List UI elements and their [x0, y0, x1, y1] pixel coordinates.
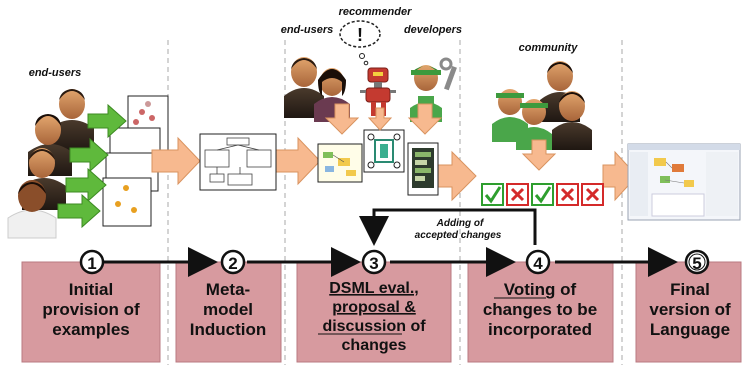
svg-text:1: 1	[87, 254, 96, 273]
svg-text:changes to be: changes to be	[483, 300, 597, 319]
svg-text:3: 3	[369, 254, 378, 273]
label-community: community	[519, 42, 579, 54]
example-sketches	[102, 95, 169, 227]
stage-title-3: DSML eval., proposal & discussion of cha…	[318, 280, 426, 354]
svg-text:DSML eval.,: DSML eval.,	[329, 280, 419, 297]
person-icon	[7, 180, 57, 239]
stage-box-2	[175, 261, 282, 363]
recommendation-graph	[363, 129, 405, 173]
svg-text:discussion of: discussion of	[322, 318, 426, 335]
stage-number-4: 4	[525, 249, 551, 275]
svg-text:examples: examples	[52, 320, 130, 339]
cross-icon	[581, 183, 604, 206]
end-users-top-figures	[284, 57, 350, 122]
svg-text:incorporated: incorporated	[488, 320, 592, 339]
phase-separators	[167, 40, 623, 365]
cross-icon	[556, 183, 579, 206]
stage-title-2: Meta- model Induction	[190, 280, 266, 339]
stage-box-4	[467, 261, 614, 363]
final-language-editor	[627, 143, 741, 221]
feedback-label-line1: Adding of	[436, 218, 485, 229]
stage-title-5: Final version of Language	[649, 280, 731, 339]
stage-box-1	[21, 261, 161, 363]
person-icon	[552, 91, 592, 150]
svg-text:version of: version of	[649, 300, 731, 319]
svg-text:Induction: Induction	[190, 320, 266, 339]
svg-text:Voting of: Voting of	[504, 280, 577, 299]
stage-title-4: Voting of changes to be incorporated	[483, 280, 597, 339]
exclamation-icon: !	[357, 25, 363, 45]
stage-box-3	[296, 261, 452, 363]
stage-number-2: 2	[220, 249, 246, 275]
svg-text:5: 5	[692, 254, 701, 273]
recommender-robot: !	[339, 20, 396, 116]
community-figures	[492, 61, 592, 150]
person-icon	[50, 89, 94, 152]
svg-text:changes: changes	[342, 337, 407, 354]
vote-results	[481, 183, 604, 206]
stage-number-3: 3	[361, 249, 387, 275]
cross-icon	[506, 183, 529, 206]
down-arrows	[324, 103, 557, 171]
stage-number-5: 5	[684, 249, 710, 275]
developer-proposal-panel	[407, 142, 439, 196]
svg-text:model: model	[203, 300, 253, 319]
svg-text:Meta-: Meta-	[206, 280, 250, 299]
metamodel-diagram	[199, 133, 277, 191]
check-icon	[531, 183, 554, 206]
feedback-loop	[359, 208, 537, 246]
orange-arrows	[151, 136, 638, 202]
svg-text:proposal &: proposal &	[332, 299, 416, 316]
svg-text:2: 2	[228, 254, 237, 273]
dsml-editor-screenshot	[317, 143, 363, 183]
svg-text:Language: Language	[650, 320, 730, 339]
svg-text:Final: Final	[670, 280, 710, 299]
svg-text:provision of: provision of	[42, 300, 140, 319]
label-end-users-left: end-users	[29, 67, 82, 79]
end-users-left-figures	[7, 89, 94, 239]
stage-box-5	[635, 261, 742, 363]
check-icon	[481, 183, 504, 206]
wrench-icon	[439, 57, 457, 91]
developers-figures	[410, 57, 457, 122]
label-end-users-top: end-users	[281, 24, 334, 36]
stage-title-1: Initial provision of examples	[42, 280, 140, 339]
svg-text:Initial: Initial	[69, 280, 113, 299]
stage-number-1: 1	[79, 249, 105, 275]
feedback-label-line2: accepted changes	[415, 230, 502, 241]
green-arrows	[57, 103, 127, 229]
label-developers: developers	[404, 24, 462, 36]
label-recommender: recommender	[339, 6, 412, 18]
svg-text:4: 4	[533, 254, 543, 273]
